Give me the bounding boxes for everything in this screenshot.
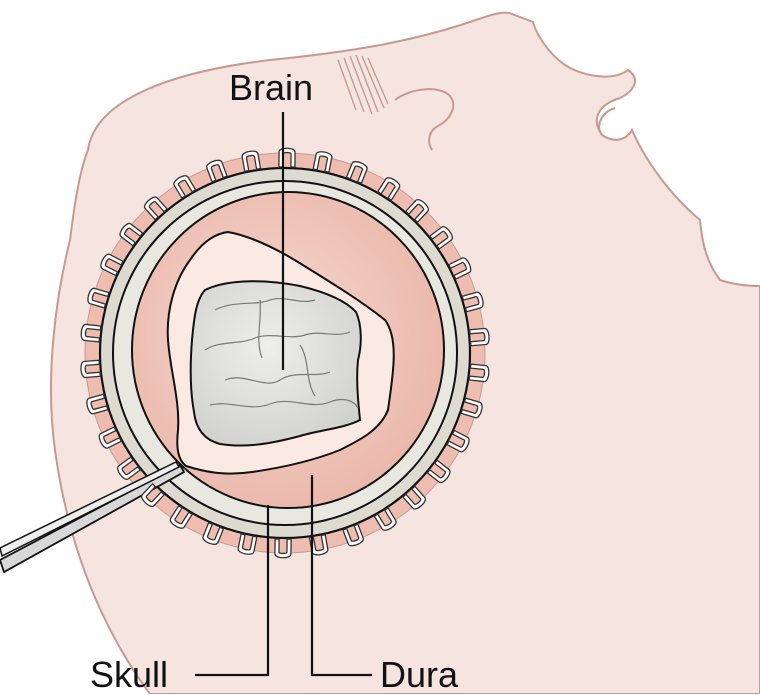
dura-label: Dura bbox=[380, 657, 458, 693]
brain-label: Brain bbox=[229, 70, 313, 106]
skull-label: Skull bbox=[90, 657, 168, 693]
brain-surface bbox=[191, 281, 361, 445]
nostril-outline bbox=[599, 108, 615, 135]
